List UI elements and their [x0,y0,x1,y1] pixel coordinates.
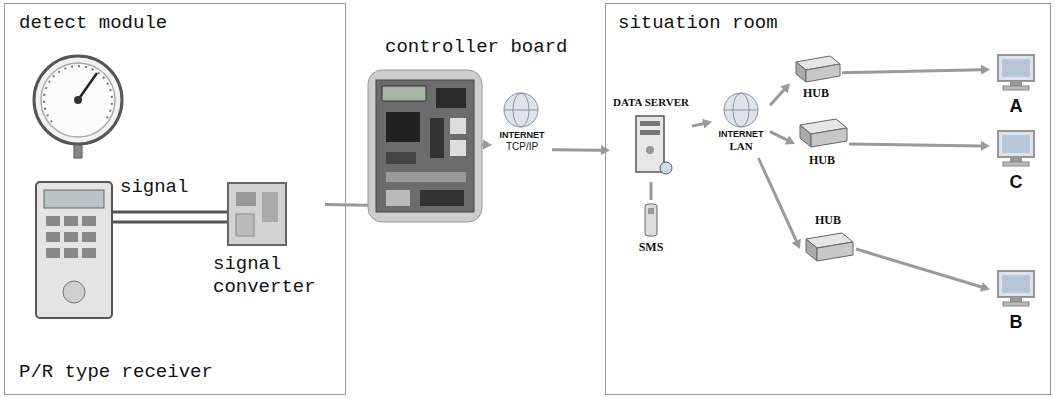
connector-line [692,123,704,126]
arrow-head [981,65,990,75]
connector-arrow [325,204,368,206]
node-label: HUB [790,86,842,100]
sms-modem [645,204,657,236]
connector-line [842,70,982,73]
hub: HUB [800,213,856,273]
node-label: DATA SERVER [610,96,692,109]
room-panel: situation roomDATA SERVER SMS INTERNETLAN H… [605,3,1051,395]
pressure-gauge [34,56,122,158]
node-label: INTERNET [492,130,552,141]
node-label: B [990,312,1042,334]
connector-line [849,144,982,146]
hub-icon [800,119,847,147]
signal-label: signal [120,176,188,198]
hub: HUB [790,52,842,104]
client-pc: C [990,128,1042,200]
node-label: situation room [618,12,1038,35]
module-panel: detect moduleP/R type receiver signal con… [4,3,346,395]
node-label: SMS [628,240,674,254]
server-icon [636,116,672,174]
node-sublabel: LAN [712,140,770,153]
connector-line [552,148,602,151]
connector-arrow [856,249,990,292]
converter-module [228,183,286,245]
connector-arrow [842,65,990,75]
node-label: HUB [795,153,849,167]
controller-board: controller board [368,70,482,222]
connector-line [770,132,788,141]
internet-cloud: INTERNETTCP/IP [492,92,552,160]
connector-arrow [849,141,990,151]
client-pc: A [990,52,1042,122]
connector-line [856,249,982,287]
connector-line [650,182,653,200]
node-sublabel: TCP/IP [492,141,552,153]
arrow-head [702,119,712,129]
connector-line [758,158,796,242]
connector-arrow [770,83,790,105]
node-label: controller board [385,36,567,59]
client-pc: B [990,268,1042,340]
receiver-panel [36,182,112,318]
signal-wire [112,221,228,224]
computer-icon [998,55,1034,90]
node-sublabel: P/R type receiver [19,361,331,384]
node-label: C [990,172,1042,194]
internet-icon [724,93,758,127]
node-label: A [990,96,1042,118]
hub: HUB [795,115,849,173]
controller-board-image [368,70,482,222]
connector-arrow [651,182,652,200]
connector-line [770,89,785,105]
arrow-head [792,239,801,249]
connector-arrow [770,132,795,145]
hub-icon [806,233,853,261]
connector-arrow [758,158,800,249]
node-label: HUB [800,213,856,227]
connector-arrow [552,145,610,155]
arrow-head [785,136,795,145]
converter-box: signal converter [205,183,325,303]
computer-icon [998,271,1034,306]
connector-arrow [692,119,712,129]
data-server: DATA SERVER [610,96,692,182]
arrow-head [980,282,990,292]
signal-wire [112,211,228,214]
node-label: signal converter [213,253,321,299]
lan-cloud: INTERNETLAN [712,92,770,158]
connector-line [325,203,368,207]
connector-arrow [482,140,492,150]
arrow-head [483,140,492,150]
arrow-head [981,141,990,151]
computer-icon [998,131,1034,166]
node-label: detect module [19,12,331,35]
arrow-head [780,83,790,93]
sms-module: SMS [628,200,674,260]
internet-icon [504,93,538,127]
node-label: INTERNET [712,129,770,140]
hub-icon [796,56,840,82]
